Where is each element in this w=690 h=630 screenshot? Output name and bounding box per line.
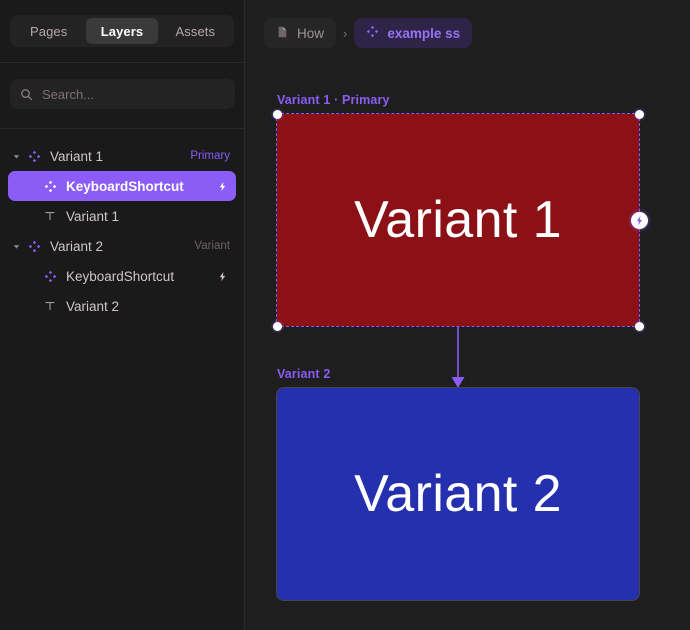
interaction-arrow	[451, 326, 465, 388]
frame-variant-1-text: Variant 1	[354, 191, 562, 249]
component-icon	[40, 270, 60, 283]
tab-layers[interactable]: Layers	[86, 18, 158, 44]
layer-row-label: KeyboardShortcut	[66, 268, 175, 284]
tab-layers-label: Layers	[100, 23, 144, 39]
sidebar-tabbar: Pages Layers Assets	[10, 15, 234, 47]
lightning-bolt-icon[interactable]	[217, 271, 228, 282]
breadcrumb-component[interactable]: example ss	[354, 18, 473, 48]
tab-assets[interactable]: Assets	[160, 18, 231, 44]
design-canvas[interactable]: How › example ss Variant	[245, 0, 690, 630]
layer-row-label: KeyboardShortcut	[66, 178, 184, 194]
component-icon	[366, 25, 379, 41]
selection-handle-bottom-right[interactable]	[634, 321, 644, 331]
tab-pages-label: Pages	[29, 23, 68, 39]
lightning-bolt-icon[interactable]	[217, 181, 228, 192]
selection-handle-top-left[interactable]	[272, 109, 282, 119]
breadcrumb-component-label: example ss	[387, 25, 461, 41]
component-icon	[24, 240, 44, 253]
component-icon	[40, 180, 60, 193]
breadcrumb: How › example ss	[264, 18, 473, 48]
selection-handle-bottom-left[interactable]	[272, 321, 282, 331]
layer-row-4[interactable]: KeyboardShortcut	[8, 261, 236, 291]
text-icon	[40, 210, 60, 222]
layer-row-label: Variant 1	[50, 148, 104, 164]
breadcrumb-page[interactable]: How	[264, 18, 337, 48]
tab-assets-label: Assets	[175, 23, 216, 39]
sidebar-divider-top	[0, 62, 244, 63]
text-icon	[40, 300, 60, 312]
selection-handle-top-right[interactable]	[634, 109, 644, 119]
search-icon	[20, 88, 33, 101]
layer-row-badge: Primary	[190, 150, 230, 162]
page-icon	[276, 25, 289, 42]
layer-row-2[interactable]: Variant 1	[8, 201, 236, 231]
search-box[interactable]	[10, 79, 235, 109]
sidebar-divider-tree	[0, 128, 244, 129]
component-icon	[24, 150, 44, 163]
frame-label-variant-2[interactable]: Variant 2	[277, 367, 331, 381]
breadcrumb-page-label: How	[297, 25, 325, 41]
layers-sidebar: Pages Layers Assets Variant 1 PrimaryKeyb…	[0, 0, 245, 630]
layer-row-label: Variant 2	[50, 238, 104, 254]
frame-variant-2[interactable]: Variant 2	[276, 387, 640, 601]
layer-row-badge: Variant	[194, 240, 230, 252]
layer-row-1[interactable]: KeyboardShortcut	[8, 171, 236, 201]
chevron-down-icon[interactable]	[8, 153, 24, 160]
frame-variant-2-text: Variant 2	[354, 465, 562, 523]
layer-row-0[interactable]: Variant 1 Primary	[8, 141, 236, 171]
frame-label-variant-1[interactable]: Variant 1 · Primary	[277, 93, 390, 107]
search-input[interactable]	[42, 86, 225, 102]
layer-row-5[interactable]: Variant 2	[8, 291, 236, 321]
chevron-down-icon[interactable]	[8, 243, 24, 250]
layer-row-3[interactable]: Variant 2 Variant	[8, 231, 236, 261]
frame-variant-1[interactable]: Variant 1	[277, 114, 639, 326]
lightning-bolt-icon[interactable]	[630, 211, 648, 229]
layer-row-label: Variant 2	[66, 298, 120, 314]
breadcrumb-separator: ›	[343, 25, 348, 41]
tab-pages[interactable]: Pages	[13, 18, 84, 44]
layer-row-label: Variant 1	[66, 208, 120, 224]
